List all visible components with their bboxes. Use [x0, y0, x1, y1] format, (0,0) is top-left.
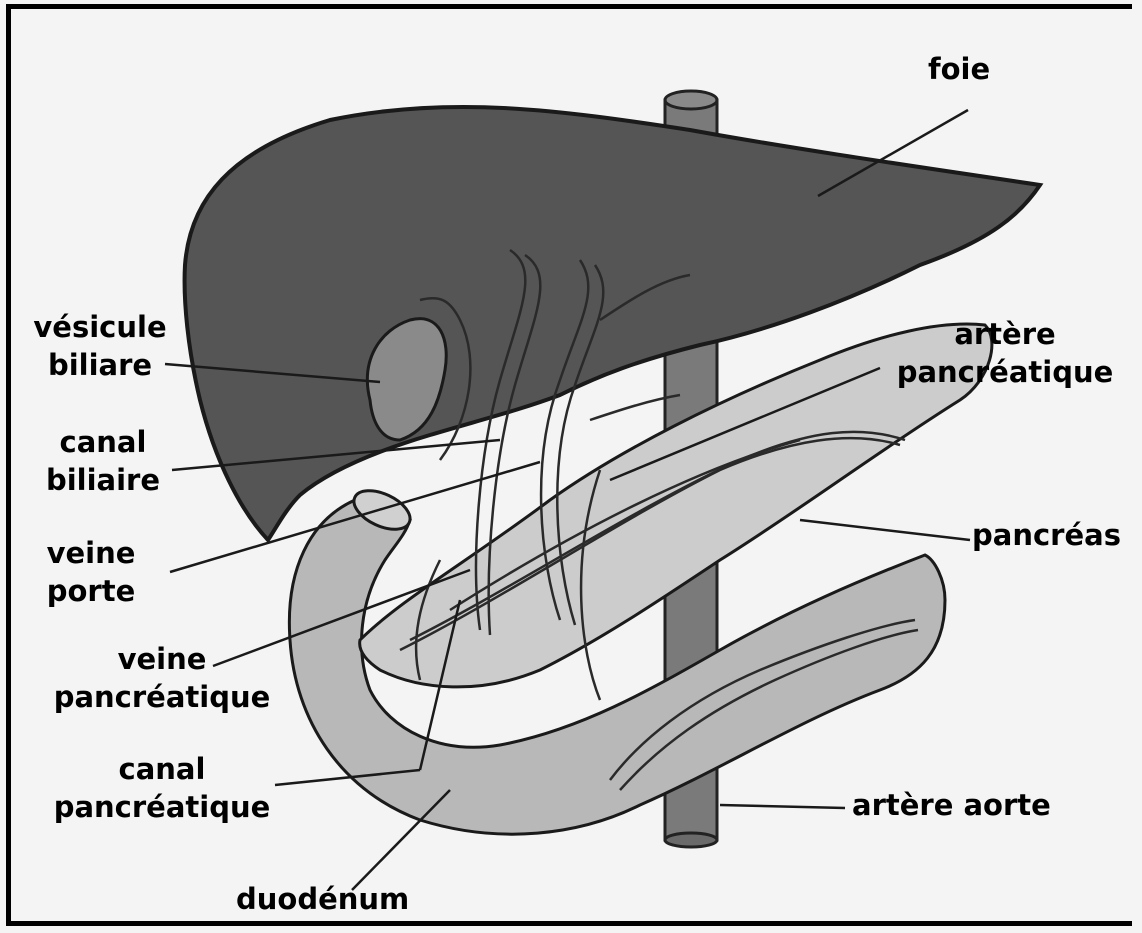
label-artere-pancreatique: artère pancréatique	[880, 315, 1130, 391]
label-veine-porte: veine porte	[26, 534, 156, 610]
label-artere-aorte: artère aorte	[852, 786, 1051, 824]
label-canal-pancreatique: canal pancréatique	[40, 750, 284, 826]
label-duodenum: duodénum	[236, 880, 409, 918]
label-vesicule-biliare: vésicule biliare	[12, 308, 188, 384]
label-foie: foie	[928, 50, 990, 88]
label-canal-biliaire: canal biliaire	[22, 423, 184, 499]
label-pancreas: pancréas	[972, 516, 1121, 554]
label-veine-pancreatique: veine pancréatique	[40, 640, 284, 716]
